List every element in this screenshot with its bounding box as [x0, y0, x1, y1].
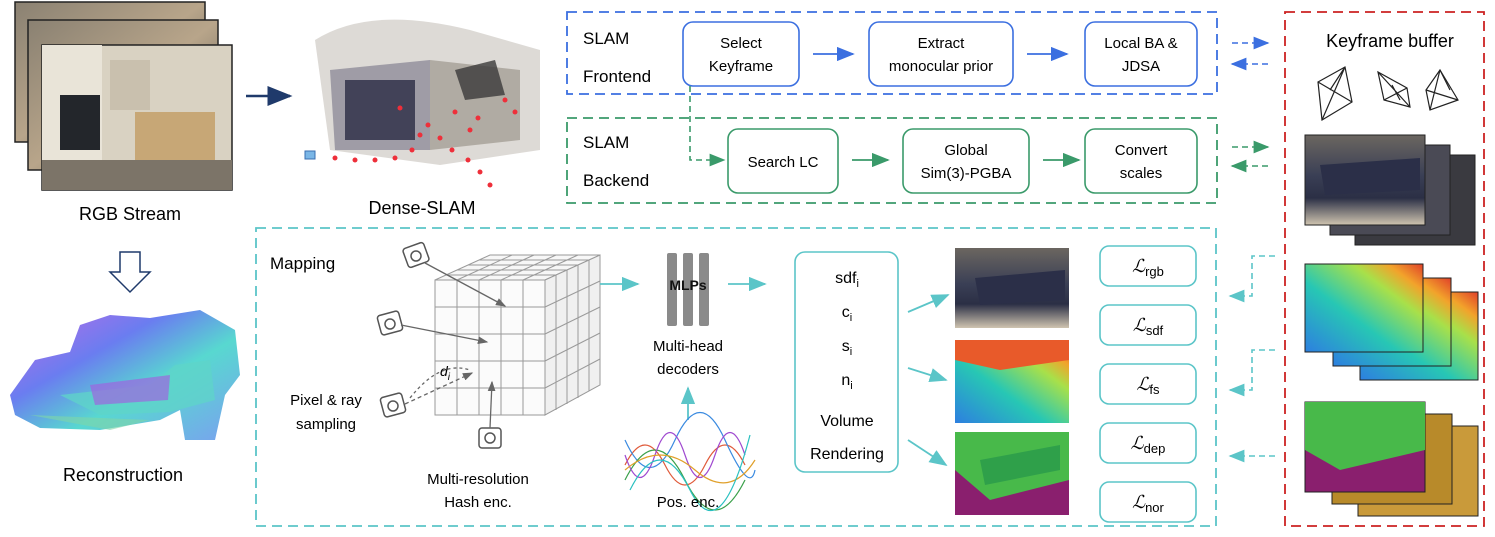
camera-frustum-icon: [1425, 68, 1459, 111]
buffer-to-fs-loss-arrow: [1228, 349, 1275, 397]
hash-enc-line1: Multi-resolution: [427, 471, 529, 488]
camera-icon: [478, 427, 502, 449]
render-depth-arrow: [907, 367, 948, 382]
reconstruction-mesh: [10, 310, 240, 440]
loss-label: ℒrgb: [1132, 256, 1164, 279]
volume-rendering-line2: Rendering: [810, 446, 884, 463]
reconstruction-label: Reconstruction: [63, 465, 183, 485]
camera-frustum-icon: [1377, 70, 1411, 108]
search-lc-box: [727, 128, 839, 194]
decoders-line2: decoders: [657, 361, 719, 378]
convert-scales-line1: Convert: [1115, 142, 1168, 159]
rgb-frame-front: [41, 44, 233, 191]
mapping-title: Mapping: [270, 254, 335, 273]
global-pgba-box: [902, 128, 1030, 194]
loss-label: ℒfs: [1136, 374, 1160, 397]
start-camera-icon: [304, 150, 316, 160]
render-rgb-arrow: [907, 294, 950, 313]
di-label: di: [440, 363, 451, 383]
render-normal-arrow: [907, 439, 948, 466]
hash-grid-cube: [434, 254, 601, 416]
output-item: ni: [841, 372, 852, 392]
rgb-stream-label: RGB Stream: [79, 204, 181, 224]
keyframe-buffer-title: Keyframe buffer: [1326, 31, 1454, 51]
keyframe-depth-stack: [1304, 263, 1479, 381]
loss-label: ℒdep: [1131, 433, 1166, 456]
loss-box: [1099, 363, 1197, 405]
rgb-stream-stack: [14, 1, 233, 191]
frontend-title-line2: Frontend: [583, 67, 651, 86]
dense-slam-pointcloud: [315, 19, 540, 166]
global-pgba-line2: Sim(3)-PGBA: [921, 165, 1012, 182]
loss-box: [1099, 245, 1197, 287]
camera-icon: [402, 241, 430, 269]
loss-box: [1099, 304, 1197, 346]
global-pgba-line1: Global: [944, 142, 987, 159]
mlp-block: [667, 253, 709, 326]
camera-icon: [376, 310, 404, 336]
camera-icon: [379, 392, 407, 418]
keyframe-buffer-panel: [1284, 11, 1485, 527]
sampling-rays: [400, 262, 507, 429]
select-keyframe-line2: Keyframe: [709, 58, 773, 75]
convert-scales-line2: scales: [1120, 165, 1163, 182]
camera-frustum-icon: [1317, 66, 1353, 121]
local-ba-line1: Local BA &: [1104, 35, 1177, 52]
output-item: si: [842, 338, 852, 358]
backend-title-line2: Backend: [583, 171, 649, 190]
buffer-to-rgb-loss-arrow: [1228, 255, 1275, 303]
local-ba-line2: JDSA: [1122, 58, 1160, 75]
output-item: ci: [842, 304, 852, 324]
keyframe-to-search-arrow: [689, 86, 726, 167]
slam-frontend-panel: [566, 11, 1218, 95]
camera-trajectory: [332, 97, 518, 188]
extract-prior-line1: Extract: [918, 35, 966, 52]
local-ba-box: [1084, 21, 1198, 87]
hash-enc-line2: Hash enc.: [444, 494, 512, 511]
frontend-title-line1: SLAM: [583, 29, 629, 48]
mapping-panel: [255, 227, 1217, 527]
volume-rendering-line1: Volume: [820, 413, 873, 430]
dense-slam-label: Dense-SLAM: [368, 198, 475, 218]
extract-prior-box: [868, 21, 1014, 87]
loss-label: ℒsdf: [1133, 315, 1164, 338]
search-lc-label: Search LC: [748, 154, 819, 171]
extract-prior-line2: monocular prior: [889, 58, 993, 75]
rendered-rgb-image: [955, 248, 1069, 328]
outputs-list: sdfi ci si ni: [835, 270, 859, 392]
output-item: sdfi: [835, 270, 859, 290]
mlps-label: MLPs: [669, 277, 707, 293]
outputs-box: [794, 251, 899, 473]
rendered-normal-image: [955, 432, 1069, 515]
backend-title-line1: SLAM: [583, 133, 629, 152]
select-keyframe-line1: Select: [720, 35, 763, 52]
slam-backend-panel: [566, 117, 1218, 204]
keyframe-rgb-stack: [1304, 134, 1476, 246]
keyframe-normal-stack: [1304, 401, 1479, 517]
loss-box: [1099, 481, 1197, 523]
loss-label: ℒnor: [1132, 492, 1164, 515]
down-arrow: [108, 251, 152, 294]
decoders-line1: Multi-head: [653, 338, 723, 355]
posenc-label: Pos. enc.: [657, 494, 720, 511]
rendered-depth-image: [955, 340, 1069, 423]
select-keyframe-box: [682, 21, 800, 87]
pixel-sampling-line2: sampling: [296, 416, 356, 433]
convert-scales-box: [1084, 128, 1198, 194]
loss-box: [1099, 422, 1197, 464]
pixel-sampling-line1: Pixel & ray: [290, 392, 362, 409]
positional-encoding-waves: [624, 411, 756, 511]
